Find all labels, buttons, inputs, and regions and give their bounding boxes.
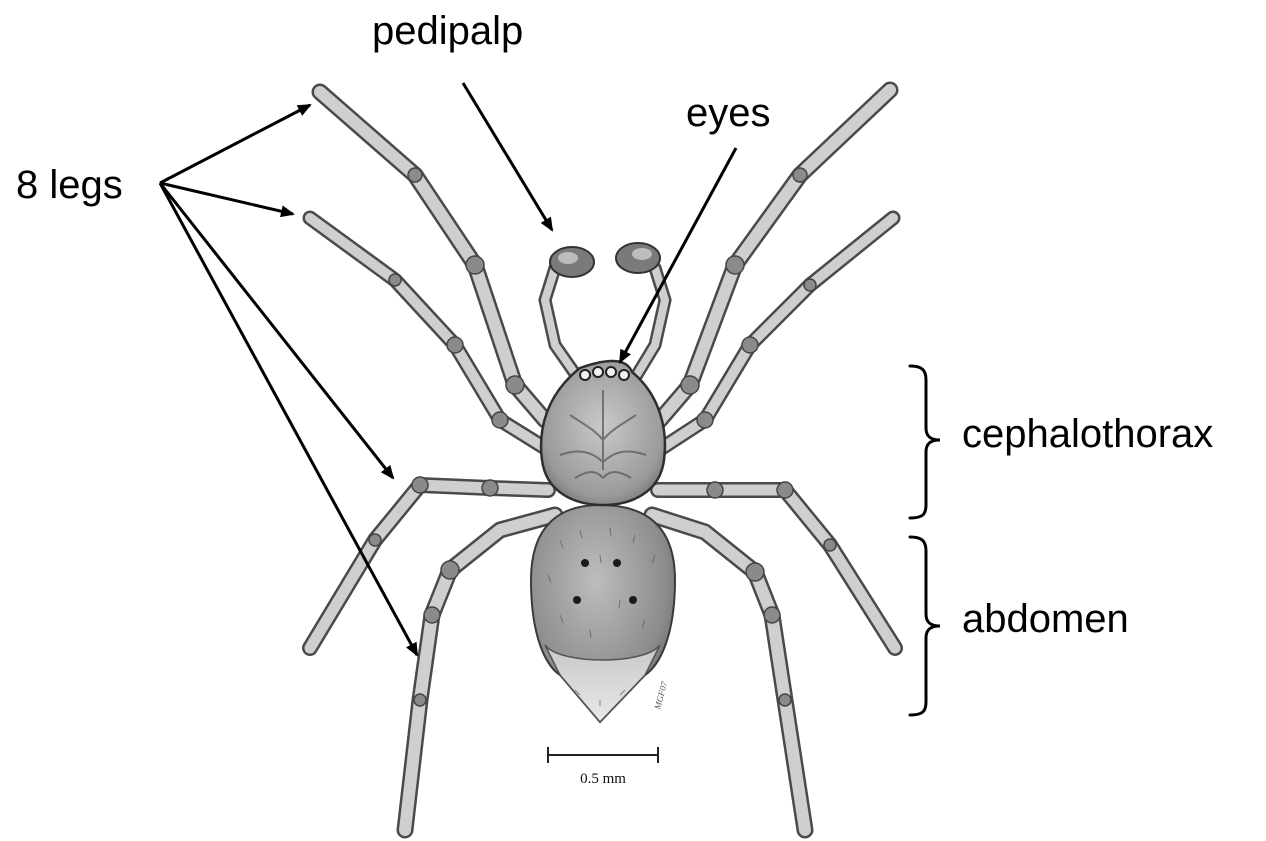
label-abdomen: abdomen [962,597,1129,641]
label-pedipalp: pedipalp [372,9,523,53]
arrow-legs-1 [160,105,310,183]
arrow-legs-3 [160,183,393,478]
artist-signature: MGF07 [652,680,669,712]
scale-bar: 0.5 mm [548,747,658,787]
scale-bar-label: 0.5 mm [580,771,626,787]
leg-right-4 [652,515,805,830]
cephalothorax-body [541,361,665,505]
arrow-legs-4 [160,183,417,655]
label-cephalothorax: cephalothorax [962,412,1213,456]
leg-left-2 [310,218,545,448]
bracket-abdomen [910,537,940,715]
label-eyes: eyes [686,91,771,135]
arrow-pedipalp [463,83,552,230]
label-8-legs: 8 legs [16,163,123,207]
pedipalp-left [545,247,594,378]
leg-right-2 [662,218,893,448]
abdomen-body: MGF07 [531,505,675,722]
bracket-cephalothorax [910,366,940,518]
